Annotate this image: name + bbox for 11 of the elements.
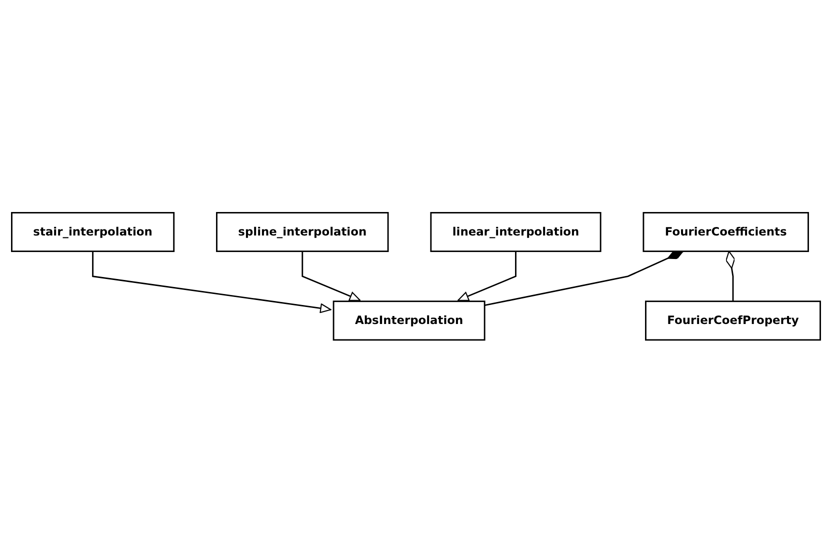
inheritance-arrow: [458, 251, 516, 302]
class-box: stair_interpolation: [11, 212, 175, 252]
class-box: FourierCoefficients: [642, 212, 809, 252]
class-box: spline_interpolation: [216, 212, 389, 252]
aggregation-line: [726, 250, 736, 302]
inheritance-arrow: [302, 251, 360, 302]
class-box: AbsInterpolation: [332, 300, 486, 341]
class-box: linear_interpolation: [430, 212, 602, 252]
class-box: FourierCoefProperty: [645, 300, 821, 341]
inheritance-arrow: [92, 251, 332, 314]
composition-line: [484, 250, 684, 306]
